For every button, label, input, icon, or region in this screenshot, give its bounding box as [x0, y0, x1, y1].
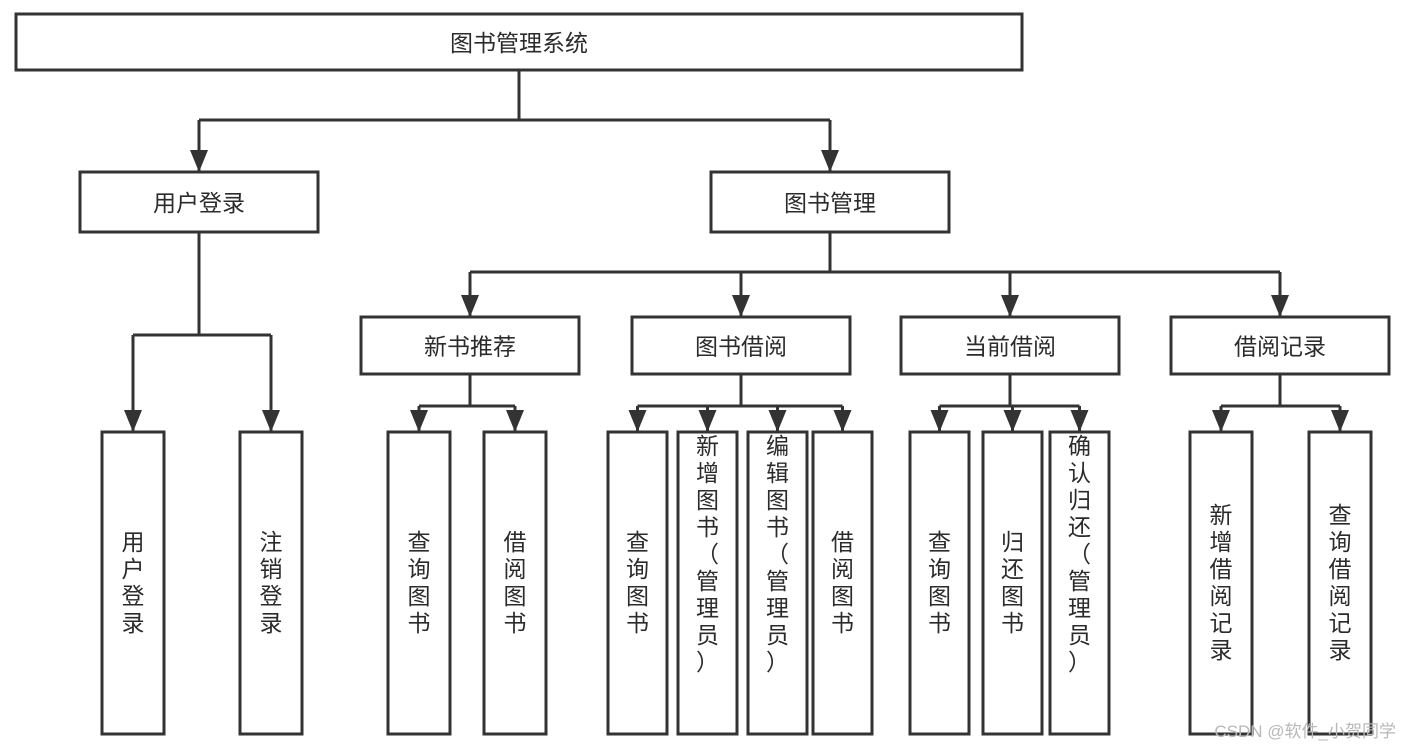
arrow-head-icon-leaf-query-book-current — [930, 410, 949, 432]
node-box-book-management — [709, 170, 951, 234]
arrow-head-icon-leaf-add-borrow-record — [1212, 410, 1230, 432]
node-label-leaf-add-book-admin: 新增图书（管理员） — [696, 433, 719, 675]
node-box-leaf-borrow-book — [811, 430, 874, 736]
node-leaf-borrow-book[interactable]: 借阅图书 — [811, 430, 874, 736]
node-leaf-confirm-return-admin[interactable]: 确认归还（管理员） — [1048, 430, 1111, 736]
arrow-head-icon-leaf-query-book-rec — [410, 410, 428, 432]
node-new-book-recommend[interactable]: 新书推荐 — [359, 315, 581, 376]
node-box-root — [14, 12, 1024, 72]
node-box-leaf-edit-book-admin — [746, 430, 809, 736]
arrow-head-icon-leaf-logout-login — [262, 410, 280, 432]
node-root[interactable]: 图书管理系统 — [14, 12, 1024, 72]
node-layer: 图书管理系统用户登录图书管理新书推荐图书借阅当前借阅借阅记录用户登录注销登录查询… — [14, 12, 1391, 736]
node-leaf-logout-login[interactable]: 注销登录 — [238, 430, 304, 736]
node-current-borrow[interactable]: 当前借阅 — [899, 315, 1121, 376]
arrow-head-icon-leaf-query-borrow-record — [1331, 410, 1349, 432]
arrow-head-icon-leaf-borrow-book — [833, 410, 852, 432]
node-borrow-record[interactable]: 借阅记录 — [1169, 315, 1391, 376]
node-label-leaf-borrow-book-rec: 借阅图书 — [504, 529, 527, 636]
node-box-leaf-query-book-borrow — [606, 430, 669, 736]
node-label-leaf-user-login: 用户登录 — [122, 529, 145, 636]
arrow-head-icon-leaf-return-book — [1003, 410, 1022, 432]
node-box-leaf-user-login — [100, 430, 166, 736]
node-leaf-query-book-rec[interactable]: 查询图书 — [386, 430, 452, 736]
arrow-head-icon-leaf-borrow-book-rec — [506, 410, 524, 432]
node-box-leaf-return-book — [981, 430, 1044, 736]
node-box-new-book-recommend — [359, 315, 581, 376]
node-box-leaf-add-book-admin — [676, 430, 739, 736]
node-label-book-management: 图书管理 — [784, 190, 876, 216]
node-label-user-login: 用户登录 — [153, 190, 245, 216]
node-label-leaf-query-book-borrow: 查询图书 — [626, 529, 649, 636]
node-book-borrow[interactable]: 图书借阅 — [630, 315, 852, 376]
node-label-leaf-edit-book-admin: 编辑图书（管理员） — [766, 433, 789, 675]
arrow-head-icon-current-borrow — [1001, 295, 1019, 317]
node-label-leaf-logout-login: 注销登录 — [260, 529, 283, 636]
arrow-head-icon-new-book-recommend — [461, 295, 479, 317]
node-box-leaf-query-book-current — [908, 430, 971, 736]
node-box-borrow-record — [1169, 315, 1391, 376]
node-leaf-query-book-borrow[interactable]: 查询图书 — [606, 430, 669, 736]
node-box-current-borrow — [899, 315, 1121, 376]
node-leaf-add-borrow-record[interactable]: 新增借阅记录 — [1188, 430, 1254, 736]
node-label-leaf-return-book: 归还图书 — [1001, 529, 1024, 636]
arrow-head-icon-book-management — [821, 150, 839, 172]
node-box-leaf-query-book-rec — [386, 430, 452, 736]
node-leaf-user-login[interactable]: 用户登录 — [100, 430, 166, 736]
node-box-book-borrow — [630, 315, 852, 376]
node-leaf-return-book[interactable]: 归还图书 — [981, 430, 1044, 736]
arrow-head-icon-leaf-user-login — [124, 410, 142, 432]
node-box-leaf-borrow-book-rec — [482, 430, 548, 736]
node-leaf-edit-book-admin[interactable]: 编辑图书（管理员） — [746, 430, 809, 736]
node-label-leaf-query-book-rec: 查询图书 — [408, 529, 431, 636]
node-label-leaf-confirm-return-admin: 确认归还（管理员） — [1068, 433, 1091, 675]
node-leaf-borrow-book-rec[interactable]: 借阅图书 — [482, 430, 548, 736]
node-user-login[interactable]: 用户登录 — [78, 170, 320, 234]
arrow-head-icon-leaf-edit-book-admin — [768, 410, 787, 432]
arrow-head-icon-user-login — [190, 150, 208, 172]
node-box-leaf-query-borrow-record — [1307, 430, 1373, 736]
node-leaf-query-borrow-record[interactable]: 查询借阅记录 — [1307, 430, 1373, 736]
node-box-user-login — [78, 170, 320, 234]
arrow-head-icon-leaf-add-book-admin — [698, 410, 717, 432]
node-label-leaf-query-book-current: 查询图书 — [928, 529, 951, 636]
node-label-leaf-add-borrow-record: 新增借阅记录 — [1210, 502, 1233, 663]
connector-layer — [124, 70, 1349, 432]
node-label-new-book-recommend: 新书推荐 — [424, 334, 516, 360]
arrow-head-icon-borrow-record — [1271, 295, 1289, 317]
arrow-head-icon-book-borrow — [732, 295, 750, 317]
node-leaf-add-book-admin[interactable]: 新增图书（管理员） — [676, 430, 739, 736]
node-label-leaf-borrow-book: 借阅图书 — [831, 529, 854, 636]
arrow-head-icon-leaf-query-book-borrow — [628, 410, 647, 432]
arrow-head-icon-leaf-confirm-return-admin — [1070, 410, 1089, 432]
node-label-root: 图书管理系统 — [450, 30, 588, 56]
node-label-leaf-query-borrow-record: 查询借阅记录 — [1329, 502, 1352, 663]
node-label-current-borrow: 当前借阅 — [964, 334, 1056, 360]
node-book-management[interactable]: 图书管理 — [709, 170, 951, 234]
node-label-book-borrow: 图书借阅 — [695, 334, 787, 360]
node-box-leaf-confirm-return-admin — [1048, 430, 1111, 736]
csdn-watermark: CSDN @软件_小贺同学 — [1214, 722, 1396, 741]
node-box-leaf-add-borrow-record — [1188, 430, 1254, 736]
node-box-leaf-logout-login — [238, 430, 304, 736]
node-label-borrow-record: 借阅记录 — [1234, 334, 1326, 360]
node-leaf-query-book-current[interactable]: 查询图书 — [908, 430, 971, 736]
